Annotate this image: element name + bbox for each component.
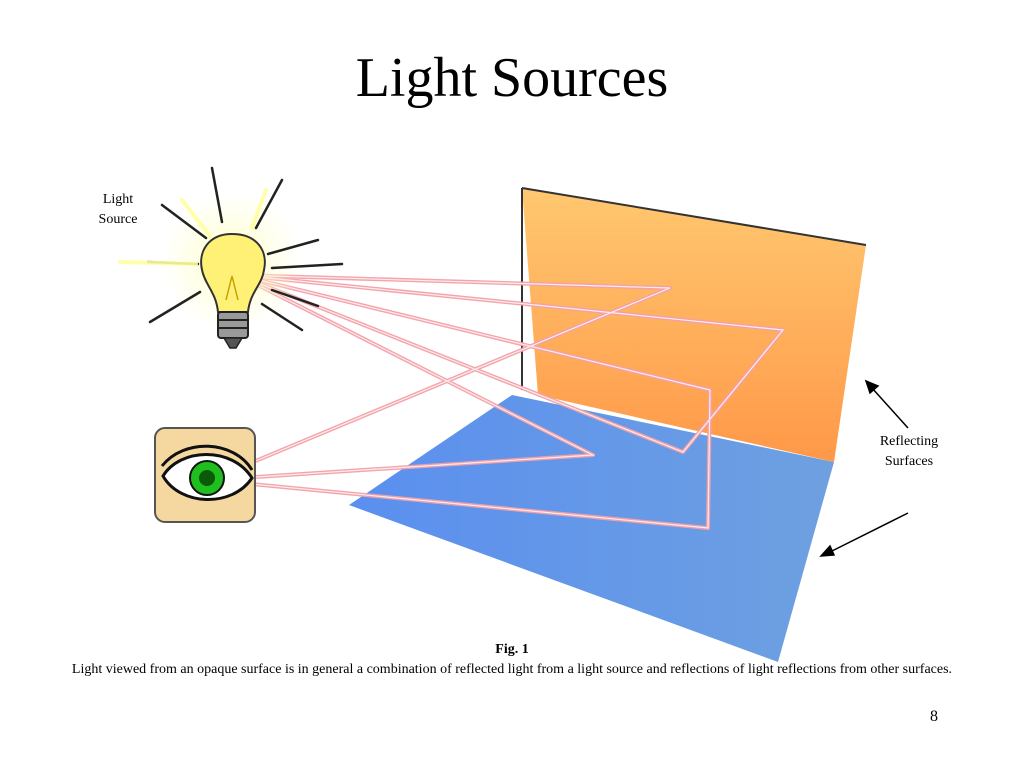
figure-caption: Fig. 1 Light viewed from an opaque surfa… (20, 640, 1004, 680)
reflecting-label-line1: Reflecting (879, 434, 939, 449)
light-source-label-line2: Source (98, 212, 138, 227)
pointer-arrows (819, 379, 909, 557)
reflecting-label-line2: Surfaces (884, 454, 934, 469)
caption-text: Light viewed from an opaque surface is i… (71, 662, 953, 677)
reflecting-surfaces-label: Reflecting Surfaces (862, 432, 956, 472)
back-wall-surface (522, 188, 866, 462)
light-source-label: Light Source (88, 190, 148, 230)
eye-icon (154, 427, 256, 523)
figure-label: Fig. 1 (495, 642, 529, 657)
slide-title: Light Sources (355, 47, 669, 109)
page-number: 8 (930, 708, 938, 725)
light-source-label-line1: Light (102, 192, 134, 207)
light-bulb-icon (118, 166, 344, 349)
